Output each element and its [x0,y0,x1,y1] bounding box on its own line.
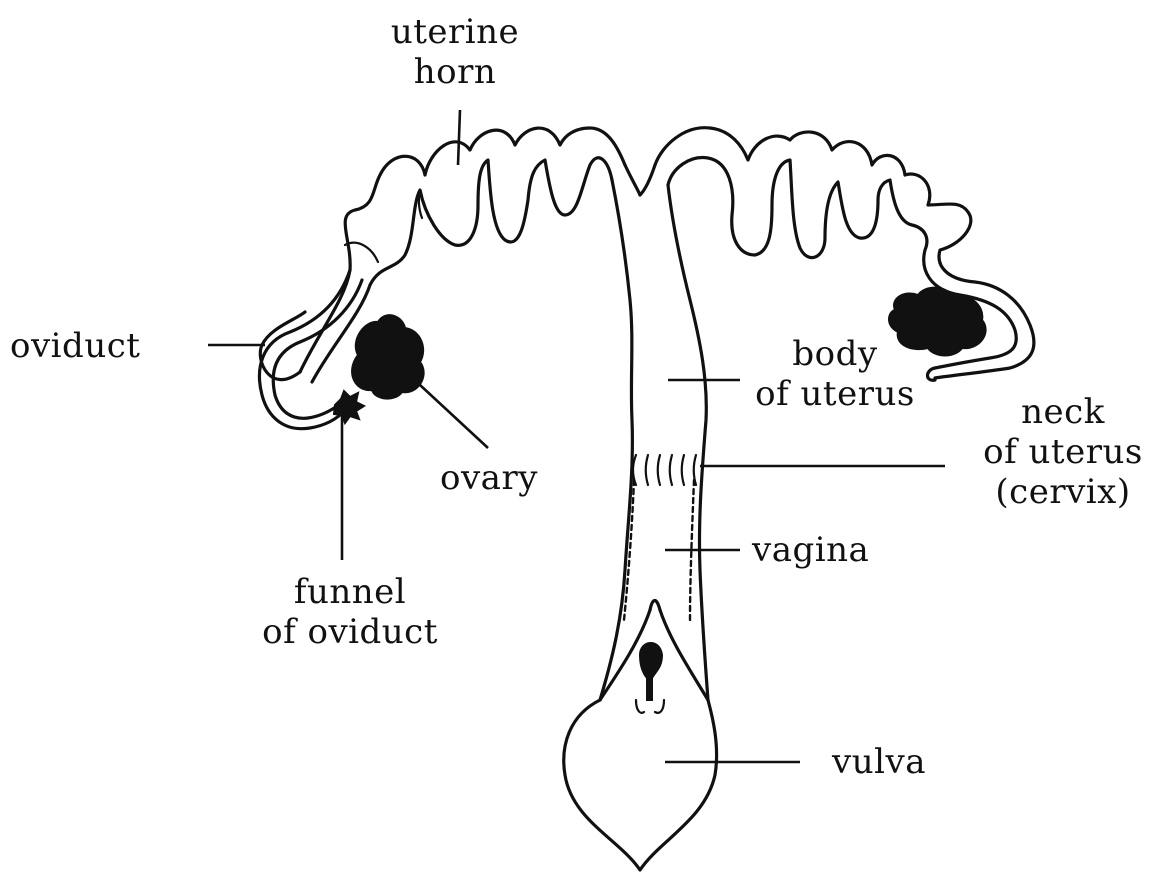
ovary-leader [420,385,488,448]
uterus-septum-left [625,165,640,195]
left-uterine-horn-outer [300,128,625,372]
vulva-shape [564,700,717,870]
uterine-horn-label-line2: horn [360,52,550,92]
funnel-label-line1: funnel [240,572,460,612]
uterus-right-wall [668,185,708,700]
body-label-line1: body [740,334,930,374]
body-of-uterus-label: body of uterus [740,334,930,414]
clitoris-detail [636,700,664,713]
neck-of-uterus-label: neck of uterus (cervix) [968,392,1158,512]
funnel-label-line2: of oviduct [240,612,460,652]
clitoris-shape [640,643,662,700]
left-oviduct-outer [260,312,305,380]
ovary-label: ovary [440,458,538,498]
vestibule-right [660,610,708,700]
uterine-horn-leader [458,110,460,165]
uterine-horn-label: uterine horn [360,12,550,92]
vestibule-tip [650,601,660,610]
neck-label-line2: of uterus [968,432,1158,472]
left-ovary [352,315,424,398]
neck-label-line3: (cervix) [968,472,1158,512]
uterus-septum-right [640,165,655,195]
body-label-line2: of uterus [740,374,930,414]
uterine-horn-label-line1: uterine [360,12,550,52]
vagina-label: vagina [752,530,869,570]
uterus-left-wall [600,180,632,700]
vulva-label: vulva [832,742,926,782]
cervix-ridges [633,455,696,485]
funnel-of-oviduct-label: funnel of oviduct [240,572,460,652]
oviduct-label: oviduct [10,326,140,366]
neck-label-line1: neck [968,392,1158,432]
